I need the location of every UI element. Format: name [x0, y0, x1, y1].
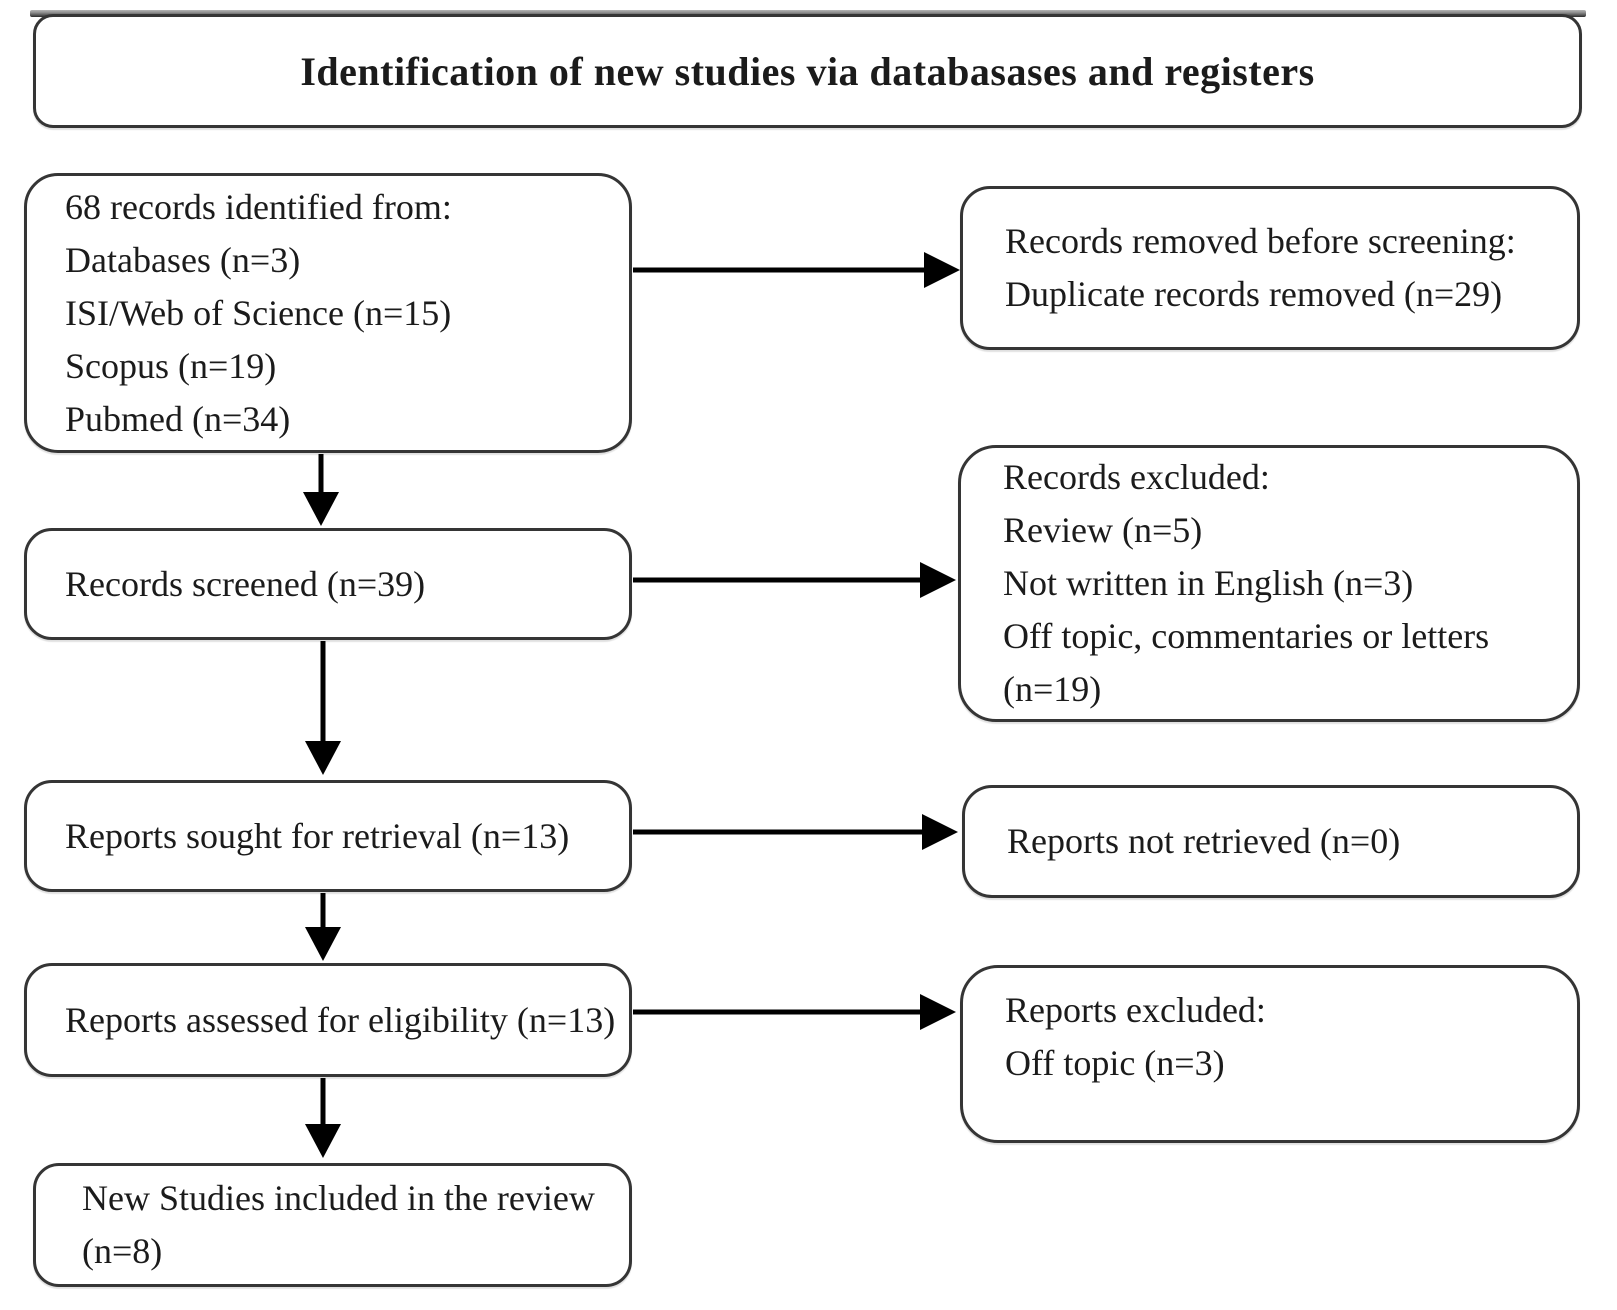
box-records-screened: Records screened (n=39): [24, 528, 632, 640]
reports-not-retrieved-label: Reports not retrieved (n=0): [1007, 821, 1401, 861]
records-identified-heading: 68 records identified from:: [65, 186, 452, 227]
box-reports-not-retrieved: Reports not retrieved (n=0): [962, 785, 1580, 898]
arrow-screened-to-excluded: [633, 562, 956, 598]
new-studies-included-label: New Studies included in the review: [82, 1178, 595, 1218]
reports-sought-label: Reports sought for retrieval (n=13): [65, 815, 570, 856]
box-records-identified: 68 records identified from: Databases (n…: [24, 173, 632, 453]
new-studies-included-count: (n=8): [82, 1231, 163, 1271]
top-rule-divider: [30, 10, 1586, 17]
reports-excluded-heading: Reports excluded:: [1005, 990, 1266, 1030]
box-new-studies-included: New Studies included in the review (n=8): [33, 1163, 632, 1287]
records-excluded-review: Review (n=5): [1003, 510, 1203, 550]
records-identified-pubmed: Pubmed (n=34): [65, 398, 291, 439]
arrow-head-right-icon: [920, 562, 956, 598]
arrow-head-right-icon: [924, 252, 960, 288]
records-excluded-off-topic: Off topic, commentaries or letters: [1003, 616, 1490, 656]
diagram-title: Identification of new studies via databa…: [300, 48, 1315, 94]
records-identified-isi: ISI/Web of Science (n=15): [65, 292, 452, 333]
reports-assessed-label: Reports assessed for eligibility (n=13): [65, 999, 616, 1040]
arrow-head-down-icon: [303, 492, 339, 526]
arrow-assessed-to-reports-excluded: [633, 994, 956, 1030]
box-records-removed-before-screening: Records removed before screening: Duplic…: [960, 186, 1580, 350]
arrow-assessed-to-included: [305, 1078, 341, 1158]
box-records-excluded: Records excluded: Review (n=5) Not writt…: [958, 445, 1580, 722]
records-identified-databases: Databases (n=3): [65, 239, 301, 280]
records-excluded-off-topic-count: (n=19): [1003, 669, 1102, 709]
reports-excluded-off-topic: Off topic (n=3): [1005, 1043, 1225, 1083]
records-excluded-heading: Records excluded:: [1003, 457, 1270, 497]
arrow-sought-to-assessed: [305, 893, 341, 961]
box-reports-excluded: Reports excluded: Off topic (n=3): [960, 965, 1580, 1143]
records-screened-label: Records screened (n=39): [65, 563, 426, 604]
arrow-head-right-icon: [922, 814, 958, 850]
arrow-sought-to-not-retrieved: [633, 814, 958, 850]
arrow-screened-to-sought: [305, 641, 341, 775]
diagram-title-box: Identification of new studies via databa…: [33, 14, 1582, 128]
records-excluded-not-english: Not written in English (n=3): [1003, 563, 1414, 603]
arrow-head-down-icon: [305, 927, 341, 961]
arrow-head-right-icon: [920, 994, 956, 1030]
arrow-head-down-icon: [305, 741, 341, 775]
records-identified-scopus: Scopus (n=19): [65, 345, 277, 386]
arrow-identified-to-screened: [303, 454, 339, 526]
box-reports-sought-for-retrieval: Reports sought for retrieval (n=13): [24, 780, 632, 892]
records-removed-duplicates: Duplicate records removed (n=29): [1005, 274, 1503, 314]
arrow-head-down-icon: [305, 1124, 341, 1158]
arrow-identified-to-removed: [633, 252, 960, 288]
records-removed-heading: Records removed before screening:: [1005, 221, 1516, 261]
box-reports-assessed-for-eligibility: Reports assessed for eligibility (n=13): [24, 963, 632, 1077]
